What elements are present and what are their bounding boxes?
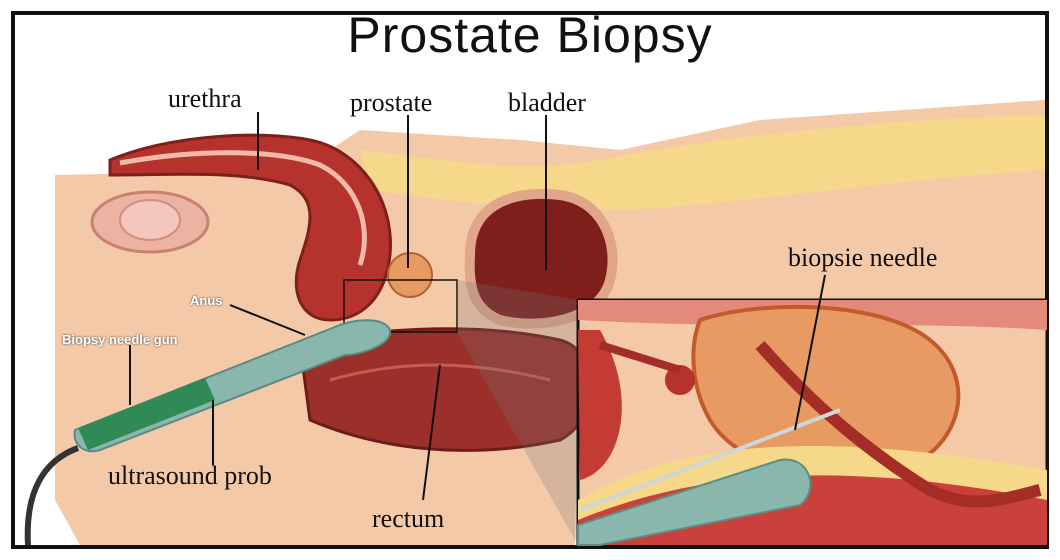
label-bladder: bladder <box>508 88 586 118</box>
prostate-gland <box>388 253 432 297</box>
label-biopsy-needle-gun: Biopsy needle gun <box>62 332 178 347</box>
label-rectum: rectum <box>372 504 444 534</box>
label-urethra: urethra <box>168 84 242 114</box>
label-anus: Anus <box>190 293 223 308</box>
testis-spiral <box>120 200 180 240</box>
label-ultrasound-prob: ultrasound prob <box>108 461 272 491</box>
label-prostate: prostate <box>350 88 432 118</box>
label-biopsie-needle: biopsie needle <box>788 243 937 273</box>
diagram-title: Prostate Biopsy <box>0 6 1060 64</box>
